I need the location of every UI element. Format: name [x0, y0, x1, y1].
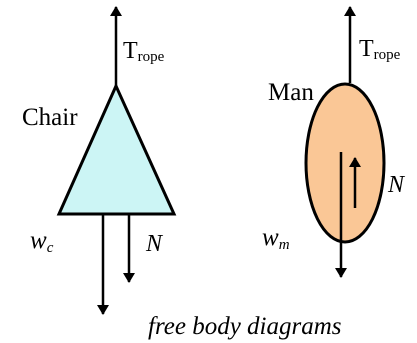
man-tension-label: Trope [359, 36, 401, 63]
chair-triangle [56, 82, 177, 216]
chair-normal-label: N [145, 231, 164, 257]
chair-diagram: Trope Chair wc N [22, 6, 177, 315]
chair-label: Chair [22, 104, 78, 131]
man-ellipse [304, 82, 386, 244]
chair-weight-label: wc [30, 227, 54, 256]
man-label: Man [268, 79, 314, 106]
man-normal-label: N [387, 172, 406, 198]
caption: free body diagrams [148, 313, 342, 340]
chair-tension-label: Trope [123, 38, 165, 65]
man-weight-label: wm [262, 224, 290, 253]
man-diagram: Trope Man wm N [262, 6, 406, 278]
